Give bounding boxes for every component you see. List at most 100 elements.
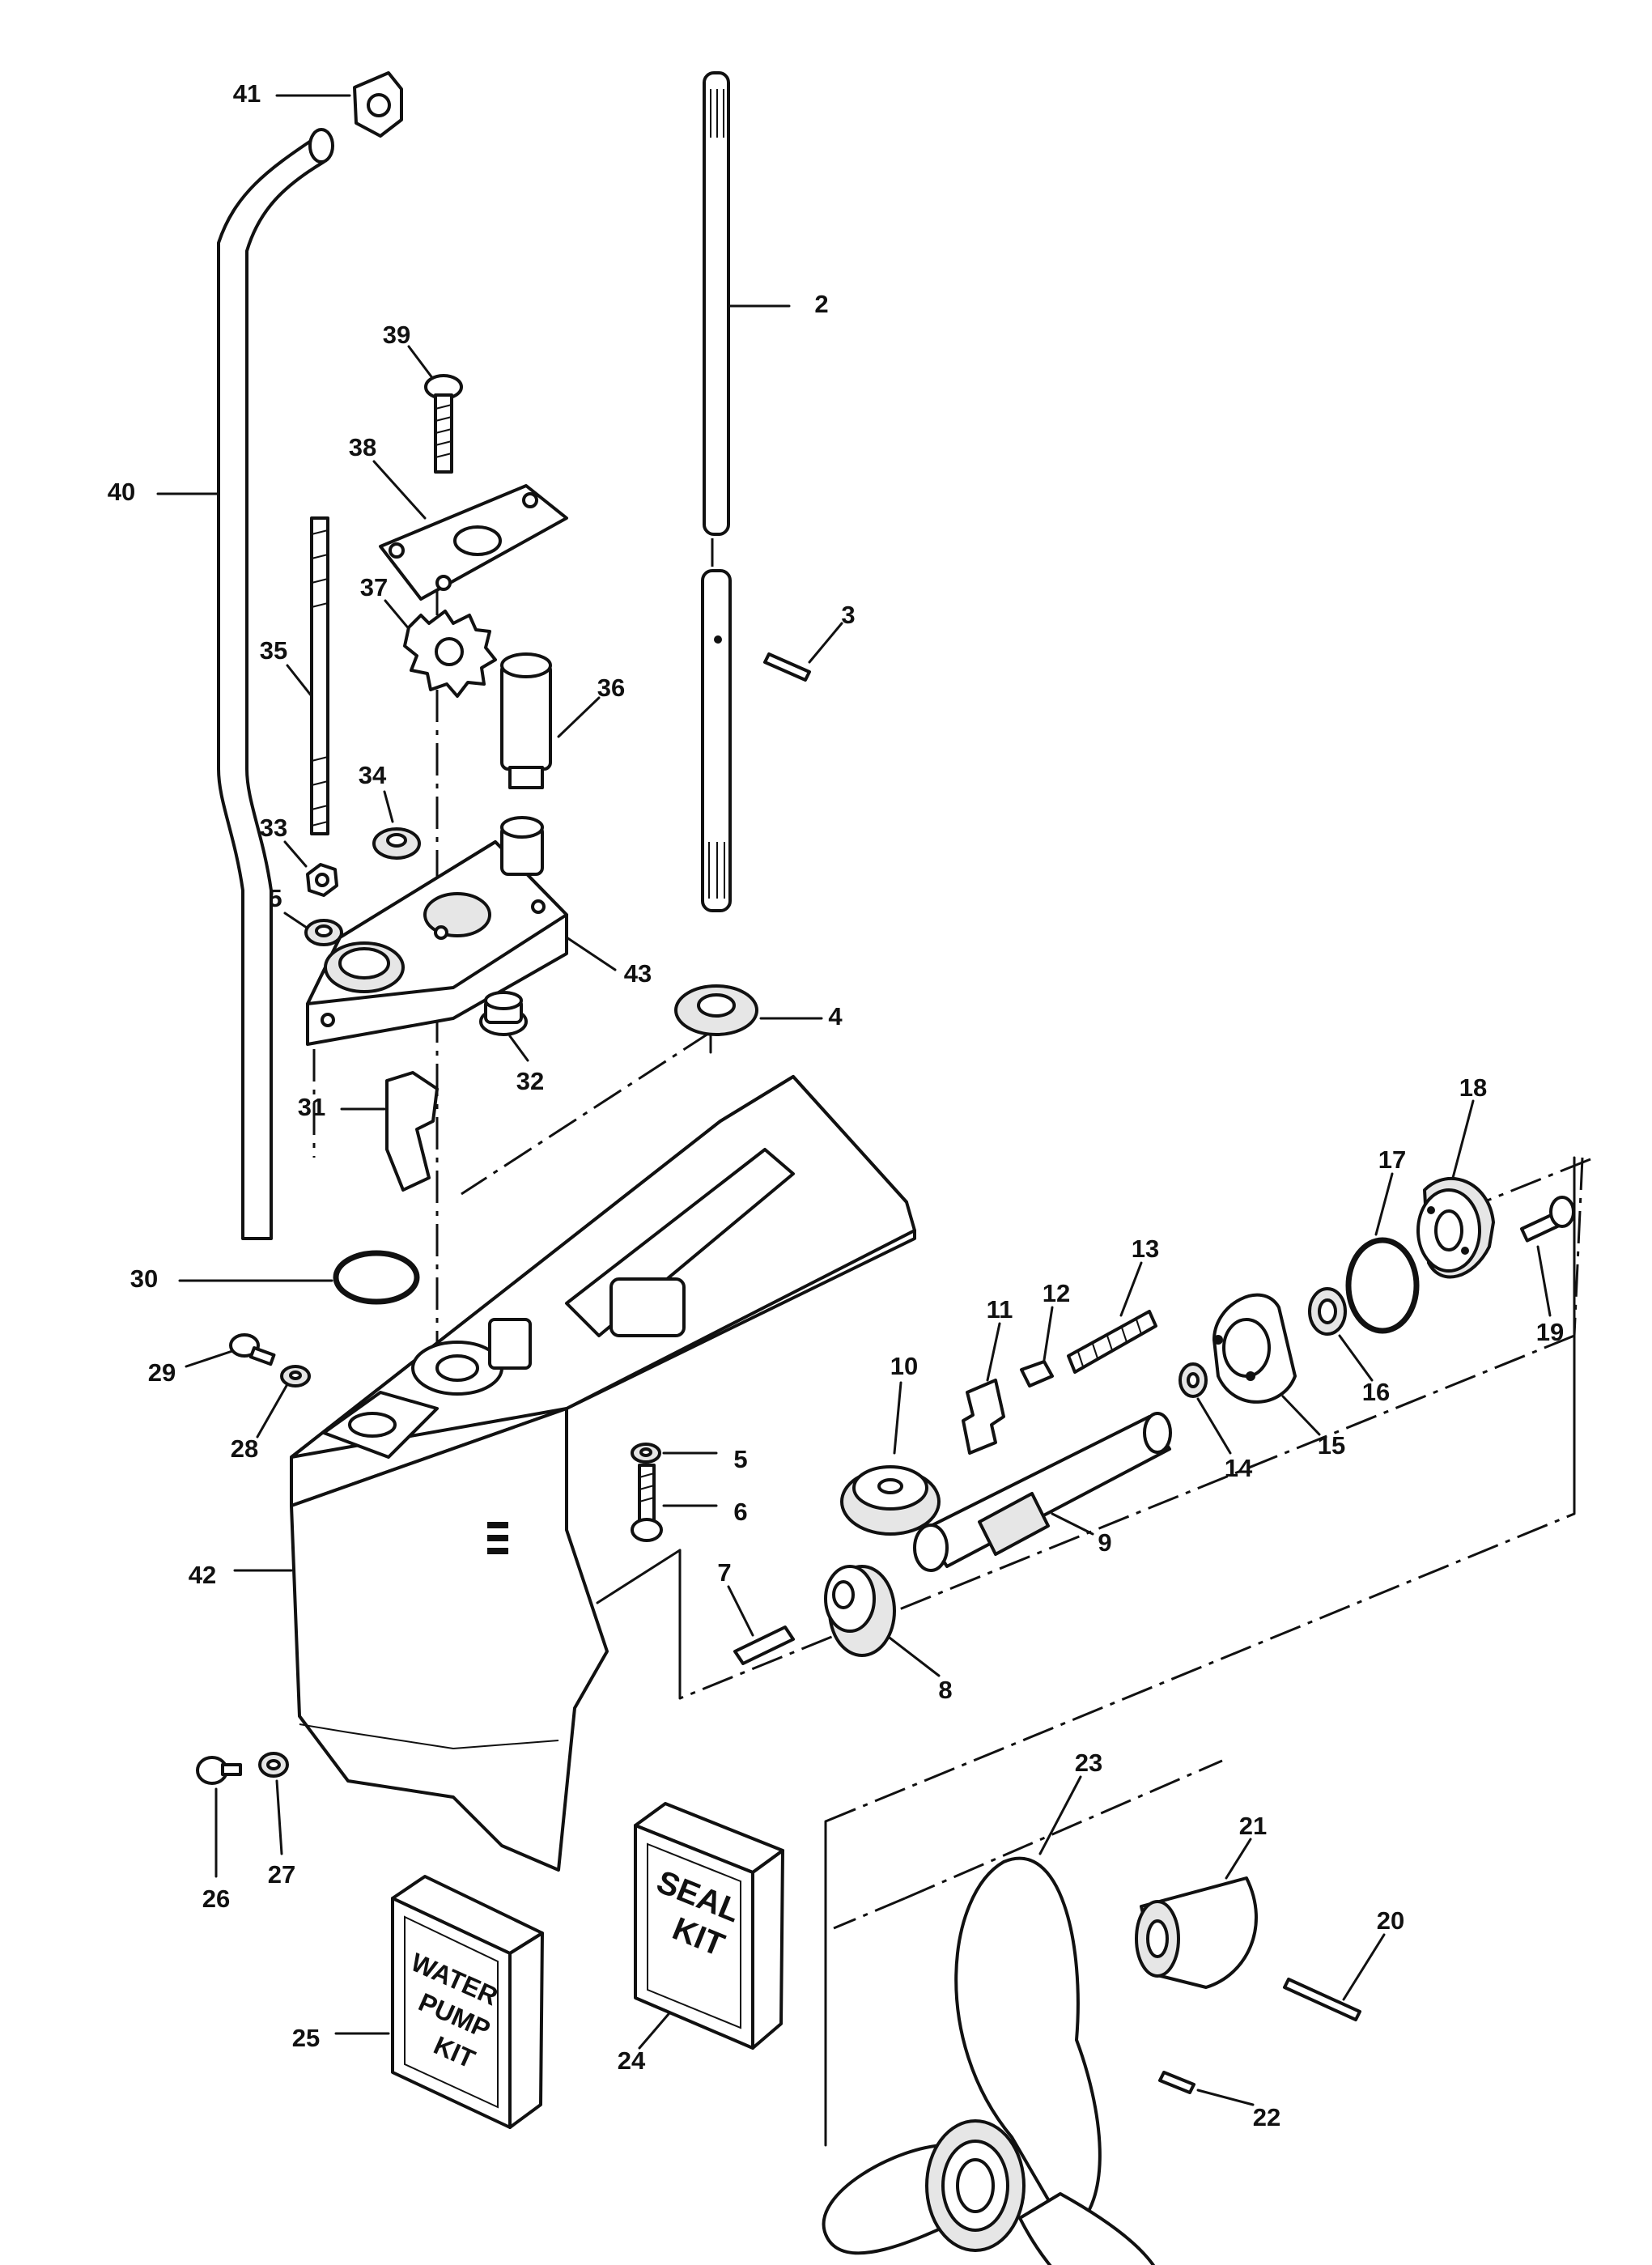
water-tube: [217, 128, 334, 1240]
pin: [763, 652, 811, 682]
leader-line-18: [1451, 1099, 1475, 1179]
screw-26: [196, 1756, 242, 1785]
leader-line-13: [1119, 1261, 1143, 1317]
callout-label-27: 27: [268, 1860, 295, 1889]
propshaft-9: [913, 1412, 1172, 1572]
bearing-carrier-15: [1212, 1293, 1297, 1404]
callout-label-13: 13: [1132, 1234, 1159, 1263]
pin-22: [1158, 2071, 1195, 2094]
o-ring-17: [1345, 1237, 1420, 1334]
leader-line-39: [407, 345, 435, 380]
leader-line-23: [1038, 1775, 1082, 1855]
screw-6: [631, 1464, 663, 1542]
callout-label-23: 23: [1075, 1749, 1102, 1777]
leader-line-28: [256, 1383, 289, 1438]
washer-27: [258, 1752, 289, 1778]
callout-label-30: 30: [130, 1264, 158, 1293]
callout-label-26: 26: [202, 1885, 230, 1913]
washer-lower: [631, 1443, 661, 1464]
leader-line-5a: [283, 912, 311, 931]
spring-13: [1067, 1310, 1157, 1374]
callout-label-10: 10: [890, 1352, 918, 1380]
insert: [385, 1071, 439, 1192]
washer-28: [280, 1365, 311, 1387]
callout-label-6: 6: [733, 1498, 747, 1526]
leader-line-35: [286, 664, 313, 698]
pump-plate: [379, 484, 568, 601]
liner: [500, 652, 552, 789]
carrier-18: [1416, 1176, 1495, 1279]
leader-line-8: [885, 1634, 941, 1677]
callout-label-33: 33: [260, 814, 287, 842]
leader-line-33: [283, 840, 308, 868]
cotter-pin-20: [1283, 1978, 1361, 2021]
leader-line-9: [1051, 1512, 1094, 1536]
leader-line-20: [1342, 1933, 1386, 2001]
callout-label-2: 2: [814, 290, 828, 318]
leader-line-19: [1536, 1245, 1552, 1317]
gear-10: [840, 1465, 941, 1536]
o-ring-30: [333, 1250, 420, 1305]
callout-label-8: 8: [938, 1676, 952, 1704]
leader-line-43: [565, 936, 617, 971]
leader-line-3: [808, 622, 843, 664]
callout-label-29: 29: [148, 1358, 176, 1387]
leader-line-21: [1225, 1838, 1252, 1880]
gear-8: [824, 1565, 896, 1657]
callout-label-41: 41: [233, 79, 261, 108]
bearing-16: [1308, 1287, 1347, 1336]
leader-line-12: [1043, 1306, 1054, 1362]
callout-label-22: 22: [1253, 2103, 1280, 2131]
screw-29: [229, 1333, 276, 1366]
leader-line-15: [1281, 1395, 1321, 1436]
leader-line-36: [557, 696, 601, 738]
leader-line-34: [383, 790, 394, 823]
pin-12: [1020, 1360, 1054, 1387]
callout-label-31: 31: [298, 1093, 325, 1121]
screw: [424, 374, 463, 474]
leader-line-27: [275, 1779, 283, 1855]
callout-label-35: 35: [260, 636, 287, 665]
washer-upper: [304, 919, 343, 946]
leader-line-7: [727, 1585, 754, 1637]
leader-line-11: [986, 1322, 1001, 1382]
callout-label-18: 18: [1459, 1073, 1487, 1102]
callout-label-11: 11: [987, 1295, 1013, 1324]
leader-line-10: [893, 1381, 902, 1455]
callout-labels: 4123940383733536343354343231181713301112…: [108, 79, 1564, 2131]
callout-label-43: 43: [624, 959, 652, 988]
callout-label-28: 28: [231, 1434, 258, 1463]
leader-line-16: [1338, 1334, 1374, 1382]
pump-base: [306, 816, 568, 1046]
driveshaft: [701, 71, 732, 912]
callout-label-3: 3: [841, 601, 855, 629]
seal: [372, 827, 421, 860]
callout-label-40: 40: [108, 478, 135, 506]
callout-label-34: 34: [359, 761, 387, 789]
leader-line-38: [372, 460, 427, 520]
callout-label-36: 36: [597, 674, 625, 702]
callout-label-32: 32: [516, 1067, 544, 1095]
callout-label-5b: 5: [733, 1445, 747, 1473]
callout-label-21: 21: [1239, 1812, 1267, 1840]
callout-label-9: 9: [1098, 1528, 1111, 1557]
leader-line-17: [1374, 1172, 1394, 1236]
callout-label-15: 15: [1318, 1431, 1345, 1460]
nut: [306, 863, 338, 897]
callout-label-38: 38: [349, 433, 376, 461]
key-7: [733, 1625, 795, 1665]
callout-label-16: 16: [1362, 1378, 1390, 1406]
gearcase: [290, 1075, 916, 1872]
impeller: [403, 610, 497, 698]
callout-label-17: 17: [1378, 1145, 1406, 1174]
callout-label-24: 24: [618, 2046, 646, 2075]
callout-label-7: 7: [717, 1558, 731, 1587]
callout-label-39: 39: [383, 321, 410, 349]
callout-label-42: 42: [189, 1561, 216, 1589]
callout-label-25: 25: [292, 2024, 320, 2052]
bushing: [479, 991, 528, 1036]
propeller-23: [822, 1856, 1155, 2265]
